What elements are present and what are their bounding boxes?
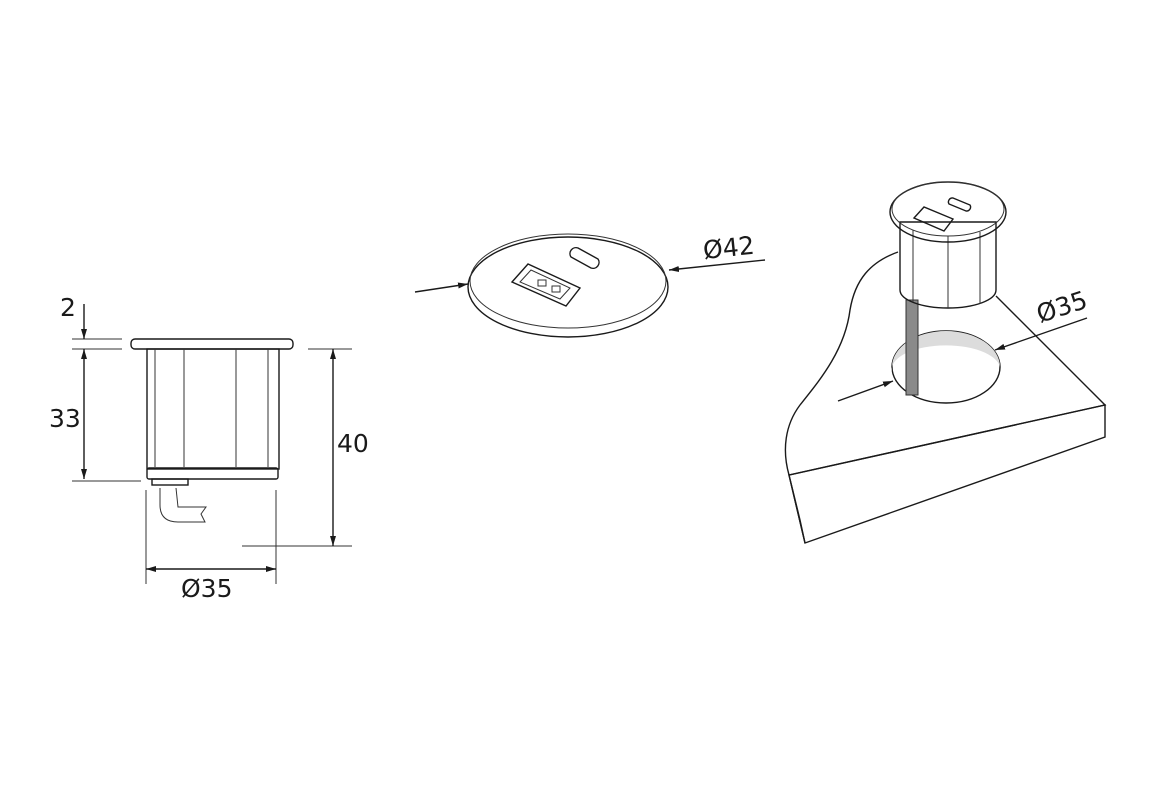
socket-cap bbox=[467, 233, 669, 338]
usb-a-port-icon bbox=[912, 206, 955, 232]
body-height-label: 33 bbox=[49, 404, 81, 433]
flange-thickness-label: 2 bbox=[60, 293, 76, 322]
top-view: Ø42 bbox=[414, 231, 766, 338]
cutout-hole bbox=[891, 330, 1001, 404]
desk-panel bbox=[784, 251, 1107, 544]
install-view: Ø35 bbox=[784, 181, 1107, 544]
hole-diameter-label: Ø35 bbox=[1033, 285, 1091, 328]
diameter-label: Ø35 bbox=[181, 574, 233, 603]
socket-side-body bbox=[130, 338, 294, 523]
total-height-label: 40 bbox=[337, 429, 369, 458]
side-view: 2 33 40 Ø35 bbox=[49, 293, 369, 603]
usb-a-port-icon bbox=[510, 263, 582, 307]
cable bbox=[905, 299, 919, 396]
usb-c-port-icon bbox=[947, 197, 972, 212]
socket-3d bbox=[889, 181, 1007, 309]
usb-c-port-icon bbox=[569, 246, 600, 270]
cap-diameter-label: Ø42 bbox=[702, 231, 756, 265]
